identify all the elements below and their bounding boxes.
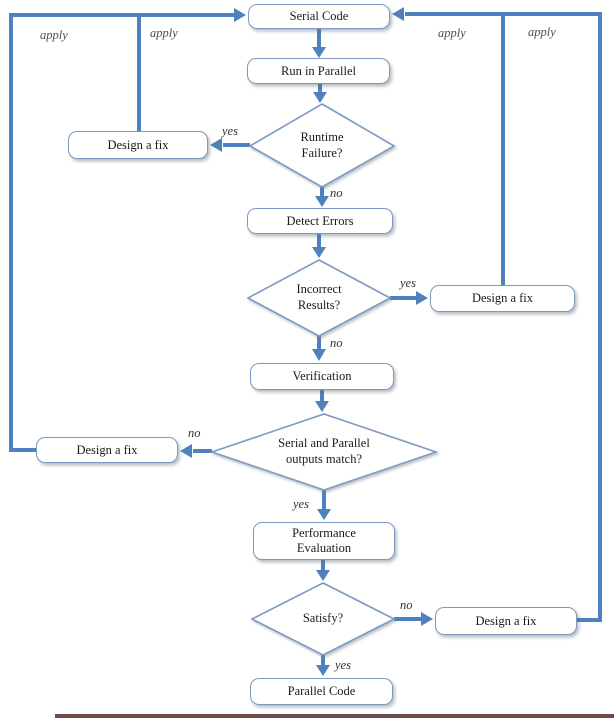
arrowhead-left-into-serial xyxy=(392,7,404,21)
node-serial-code: Serial Code xyxy=(248,4,390,29)
node-performance-evaluation-label: Performance Evaluation xyxy=(292,526,356,555)
node-design-a-fix-satisfy-label: Design a fix xyxy=(475,613,537,628)
node-serial-code-label: Serial Code xyxy=(289,9,349,23)
connector-fix4-apply-loop xyxy=(405,12,602,622)
edge-label-apply-far-right: apply xyxy=(528,25,556,39)
arrowhead-down-into-verification xyxy=(312,349,326,361)
node-detect-errors: Detect Errors xyxy=(247,208,393,234)
node-parallel-code: Parallel Code xyxy=(250,678,393,705)
diamond-satisfy xyxy=(250,582,396,656)
arrowhead-right-into-fix2 xyxy=(416,291,428,305)
bottom-rule xyxy=(55,714,614,718)
decision-diamonds xyxy=(209,103,439,656)
arrowhead-right-into-fix4 xyxy=(421,612,433,626)
arrowhead-down-into-satisfy xyxy=(316,570,330,581)
edge-label-no-match: no xyxy=(188,426,201,440)
diamond-incorrect-results xyxy=(246,259,392,337)
node-performance-evaluation: Performance Evaluation xyxy=(253,522,395,560)
node-design-a-fix-runtime: Design a fix xyxy=(68,131,208,159)
edge-label-apply-far-left: apply xyxy=(40,28,68,42)
diamond-runtime-failure xyxy=(248,103,396,188)
arrowhead-down-into-runtime xyxy=(313,92,327,103)
node-run-in-parallel: Run in Parallel xyxy=(247,58,390,84)
diamond-outputs-match xyxy=(209,413,439,491)
arrowhead-right-into-serial xyxy=(234,8,246,22)
edge-label-no-incorrect: no xyxy=(330,336,343,350)
arrowhead-down-into-match xyxy=(315,401,329,412)
arrowhead-left-into-fix1 xyxy=(210,138,222,152)
node-detect-errors-label: Detect Errors xyxy=(286,213,354,228)
arrowhead-down-into-incorrect xyxy=(312,247,326,258)
node-verification-label: Verification xyxy=(292,369,352,383)
edge-label-apply-left: apply xyxy=(150,26,178,40)
edge-label-apply-right: apply xyxy=(438,26,466,40)
node-design-a-fix-incorrect: Design a fix xyxy=(430,285,575,312)
node-run-in-parallel-label: Run in Parallel xyxy=(281,63,356,78)
node-design-a-fix-runtime-label: Design a fix xyxy=(107,137,169,152)
edge-label-yes-match: yes xyxy=(293,497,309,511)
arrowhead-down-into-parallel xyxy=(316,665,330,676)
node-verification: Verification xyxy=(250,363,394,390)
arrowhead-left-into-fix3 xyxy=(180,444,192,458)
arrowhead-down-into-run xyxy=(312,47,326,58)
node-parallel-code-label: Parallel Code xyxy=(287,684,356,698)
node-design-a-fix-match: Design a fix xyxy=(36,437,178,463)
edge-label-no-satisfy: no xyxy=(400,598,413,612)
arrowhead-down-into-detect xyxy=(315,196,329,207)
connector-lines xyxy=(9,12,602,667)
edge-label-yes-runtime: yes xyxy=(222,124,238,138)
edge-label-no-runtime: no xyxy=(330,186,343,200)
arrowhead-down-into-perf xyxy=(317,509,331,520)
node-design-a-fix-incorrect-label: Design a fix xyxy=(471,291,534,305)
edge-label-yes-satisfy: yes xyxy=(335,658,351,672)
node-design-a-fix-match-label: Design a fix xyxy=(76,442,138,457)
node-design-a-fix-satisfy: Design a fix xyxy=(435,607,577,635)
arrowheads xyxy=(180,7,433,676)
connector-fix3-apply-loop xyxy=(9,13,235,452)
edge-label-yes-incorrect: yes xyxy=(400,276,416,290)
